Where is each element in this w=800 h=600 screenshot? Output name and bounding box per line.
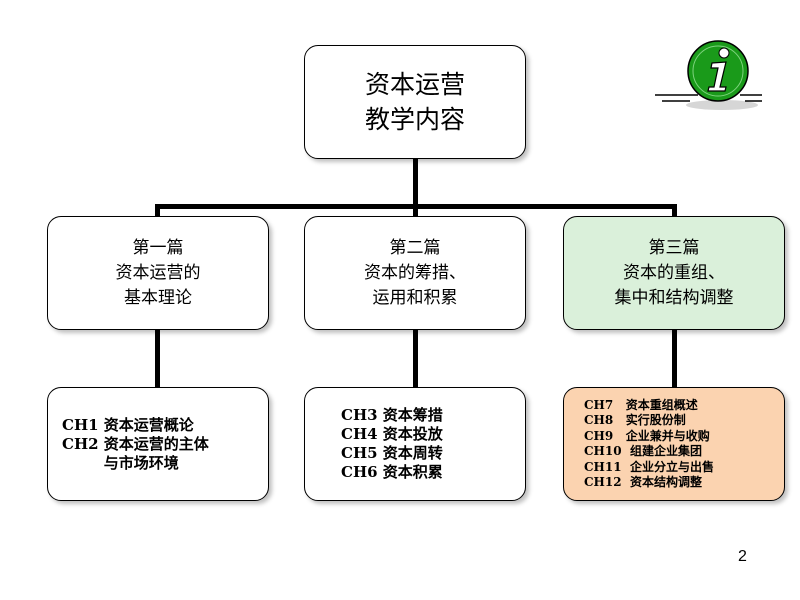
part-3-line3: 集中和结构调整 <box>614 287 734 308</box>
chapter-item: CH4 资本投放 <box>341 425 443 443</box>
chapter-item: CH12 资本结构调整 <box>584 475 702 489</box>
part-node-3: 第三篇 资本的重组、 集中和结构调整 <box>563 216 785 330</box>
page-number: 2 <box>738 548 747 565</box>
part-node-1: 第一篇 资本运营的 基本理论 <box>47 216 269 330</box>
root-node: 资本运营 教学内容 <box>304 45 526 159</box>
part-1-line3: 基本理论 <box>124 287 192 308</box>
chapter-item: 与市场环境 <box>62 453 179 472</box>
root-title-line2: 教学内容 <box>364 105 465 134</box>
chapter-item: CH7 资本重组概述 <box>584 397 698 412</box>
connector-part3-up <box>672 204 677 216</box>
part-1-line2: 资本运营的 <box>115 262 201 283</box>
part-1-line1: 第一篇 <box>132 237 184 258</box>
chapter-item: CH6 资本积累 <box>341 463 443 481</box>
chapter-list-3: CH7 资本重组概述 CH8 实行股份制 CH9 企业兼并与收购 CH10 组建… <box>563 387 785 501</box>
chapter-item: CH1 资本运营概论 <box>62 415 194 434</box>
chapter-item: CH3 资本筹措 <box>341 406 443 424</box>
chapter-item: CH9 企业兼并与收购 <box>584 428 710 443</box>
chapter-item: CH11 企业分立与出售 <box>584 459 714 474</box>
connector-part3-down <box>672 330 677 387</box>
part-node-2: 第二篇 资本的筹措、 运用和积累 <box>304 216 526 330</box>
root-title-line1: 资本运营 <box>364 70 465 99</box>
part-2-line3: 运用和积累 <box>372 287 458 308</box>
chapter-item: CH10 组建企业集团 <box>584 444 702 458</box>
chapter-list-1: CH1 资本运营概论 CH2 资本运营的主体 与市场环境 <box>47 387 269 501</box>
chapter-item: CH2 资本运营的主体 <box>62 434 209 453</box>
chapter-list-2: CH3 资本筹措 CH4 资本投放 CH5 资本周转 CH6 资本积累 <box>304 387 526 501</box>
connector-part1-up <box>155 204 160 216</box>
part-2-line2: 资本的筹措、 <box>364 262 466 283</box>
chapter-item: CH5 资本周转 <box>341 444 443 462</box>
part-2-line1: 第二篇 <box>389 237 441 258</box>
connector-part2-down <box>413 330 418 387</box>
part-3-line2: 资本的重组、 <box>623 262 725 283</box>
connector-part1-down <box>155 330 160 387</box>
part-3-line1: 第三篇 <box>648 237 700 258</box>
info-icon <box>650 35 765 115</box>
connector-root-down <box>413 159 418 205</box>
chapter-item: CH8 实行股份制 <box>584 413 686 427</box>
connector-part2-up <box>413 204 418 216</box>
